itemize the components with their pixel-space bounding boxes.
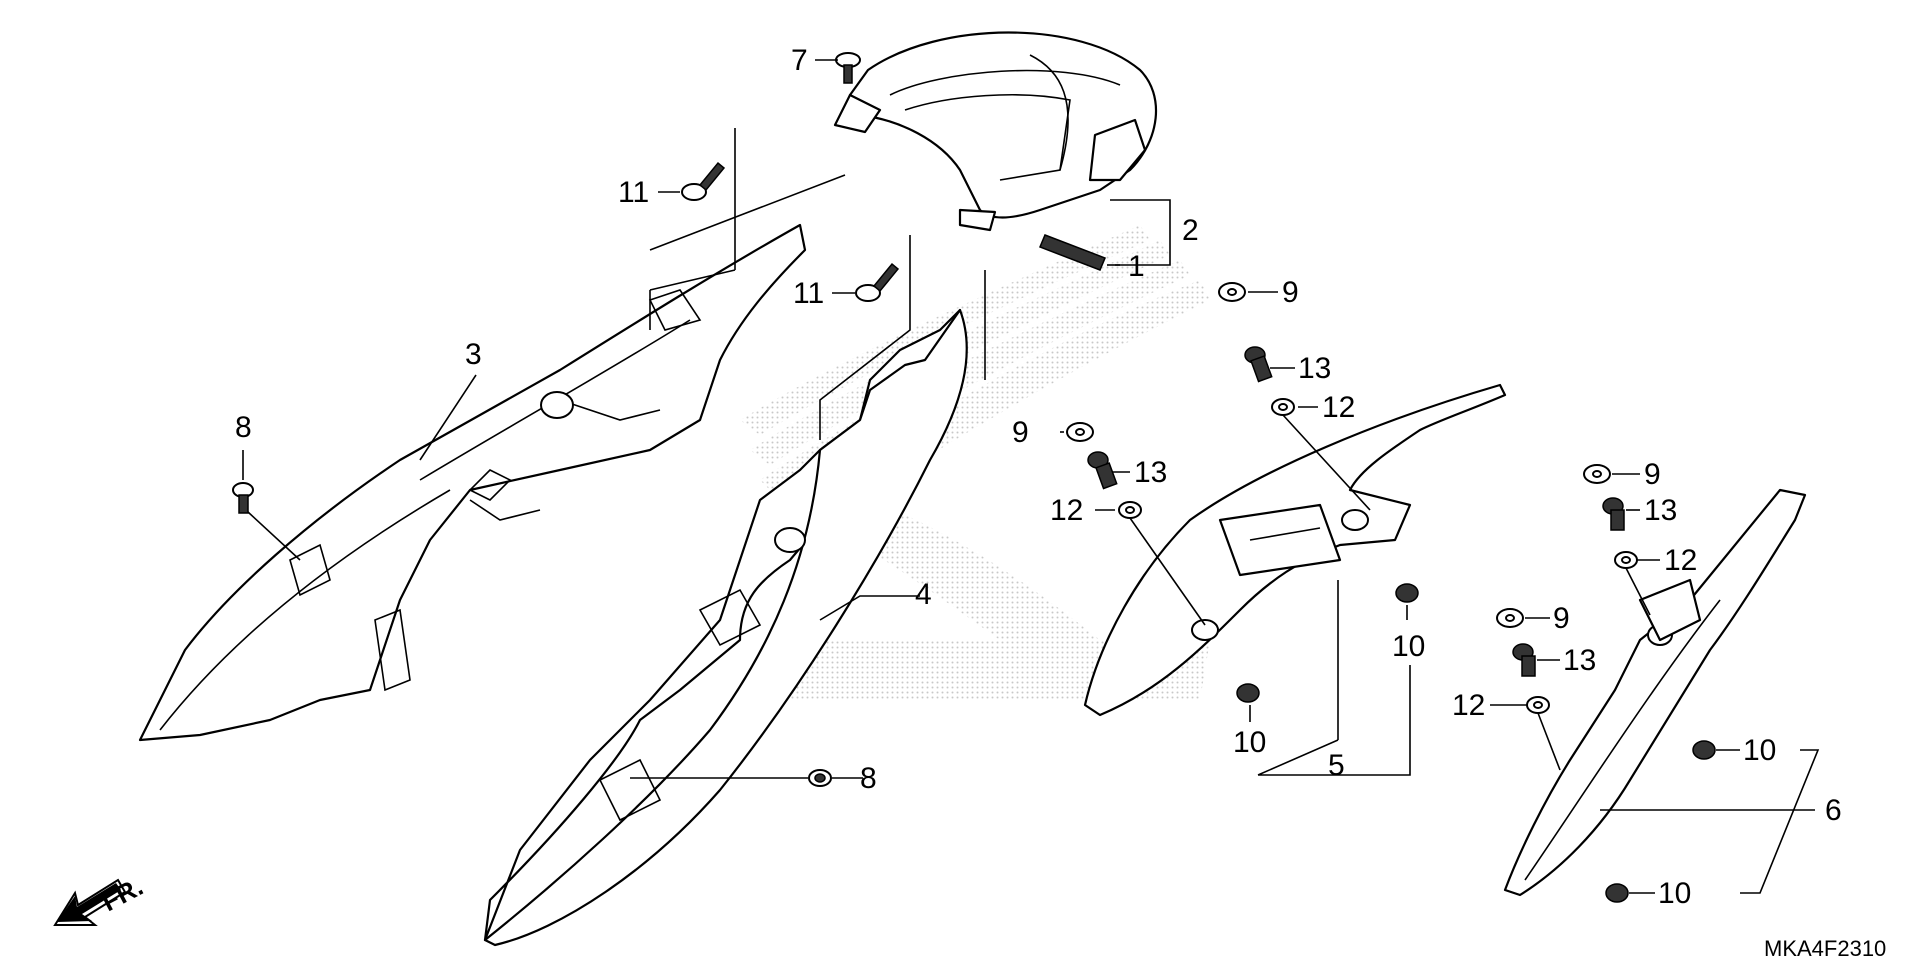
left-side-cover-part-3 (138, 223, 807, 742)
washer-item-12-d (1526, 696, 1550, 714)
screw-item-11-upper (681, 161, 726, 201)
bolt-item-13-c (1602, 497, 1625, 531)
callout-7: 7 (791, 44, 808, 77)
washer-item-9-d (1496, 608, 1524, 628)
drawing-code: MKA4F2310 (1764, 936, 1886, 960)
nut-item-10-a (1395, 583, 1419, 603)
callout-12-c: 12 (1664, 544, 1697, 577)
seat-cowl-part-2 (833, 31, 1158, 232)
callout-4: 4 (915, 578, 932, 611)
callout-13-a: 13 (1298, 352, 1331, 385)
callout-10-c: 10 (1743, 734, 1776, 767)
bolt-item-7 (835, 52, 861, 84)
callout-12-d: 12 (1452, 689, 1485, 722)
nut-item-10-b (1236, 683, 1260, 703)
bolt-item-13-b (1087, 451, 1118, 490)
washer-item-12-b (1118, 501, 1142, 519)
callout-13-d: 13 (1563, 644, 1596, 677)
bolt-item-8-left (232, 482, 254, 514)
callout-9-a: 9 (1282, 276, 1299, 309)
callout-3: 3 (465, 338, 482, 371)
callout-11-lower: 11 (793, 277, 824, 310)
callout-9-b: 9 (1012, 416, 1029, 449)
bolt-item-13-d (1512, 643, 1536, 677)
grab-rail-part-5 (1083, 383, 1507, 717)
washer-item-12-a (1271, 398, 1295, 416)
washer-item-9-a (1218, 282, 1246, 302)
callout-13-c: 13 (1644, 494, 1677, 527)
callout-2: 2 (1182, 214, 1199, 247)
front-direction-label: FR. (97, 871, 148, 917)
rubber-strip-part-1 (1039, 234, 1106, 271)
callout-12-a: 12 (1322, 391, 1355, 424)
callout-12-b: 12 (1050, 494, 1083, 527)
callout-5: 5 (1328, 749, 1345, 782)
right-side-cover-part-4 (483, 308, 968, 947)
front-direction-arrow-icon (53, 878, 127, 926)
callout-10-b: 10 (1233, 726, 1266, 759)
callout-13-b: 13 (1134, 456, 1167, 489)
callout-9-c: 9 (1644, 458, 1661, 491)
callout-9-d: 9 (1553, 602, 1570, 635)
washer-item-9-b (1066, 422, 1094, 442)
nut-item-10-c (1692, 740, 1716, 760)
callout-8-left: 8 (235, 411, 252, 444)
callout-10-a: 10 (1392, 630, 1425, 663)
callout-6: 6 (1825, 794, 1842, 827)
screw-item-11-lower (855, 262, 900, 302)
callout-10-d: 10 (1658, 877, 1691, 910)
nut-item-10-d (1605, 883, 1629, 903)
leader-lines (242, 59, 1820, 894)
washer-item-12-c (1614, 551, 1638, 569)
bolt-item-13-a (1244, 346, 1273, 383)
callout-11-upper: 11 (618, 176, 649, 209)
washer-item-9-c (1583, 464, 1611, 484)
grab-rail-part-6 (1503, 488, 1807, 897)
callout-1: 1 (1128, 250, 1145, 283)
clip-item-8-right (808, 769, 832, 787)
callout-8-right: 8 (860, 762, 877, 795)
